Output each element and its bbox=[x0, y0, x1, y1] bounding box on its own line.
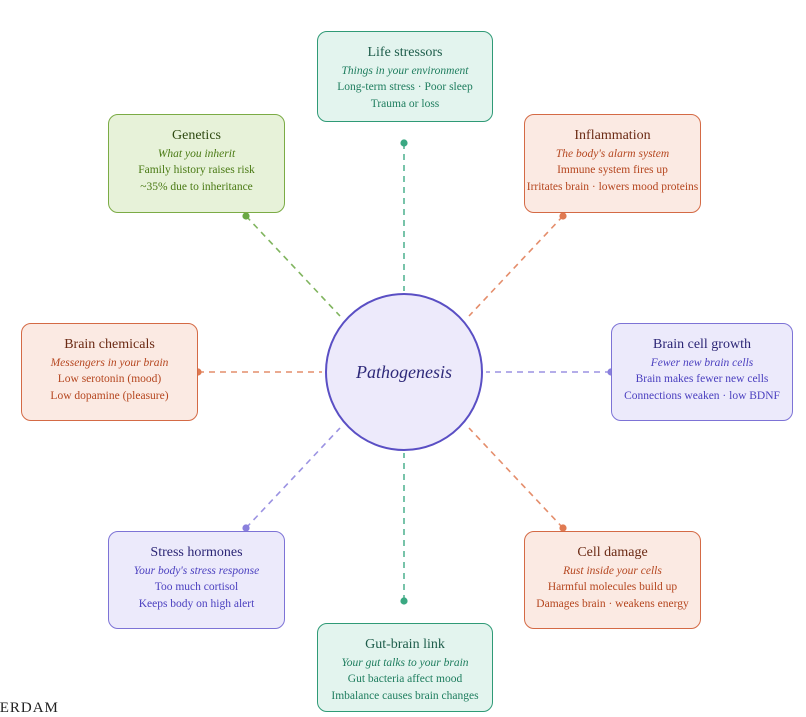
node-detail-line: Keeps body on high alert bbox=[138, 598, 255, 610]
node-detail-line: Irritates brain · lowers mood proteins bbox=[526, 181, 699, 193]
node-title: Brain cell growth bbox=[653, 337, 751, 352]
node-detail-line: Damages brain · weakens energy bbox=[536, 598, 689, 610]
node-detail-line: Low serotonin (mood) bbox=[57, 373, 162, 385]
center-label: Pathogenesis bbox=[356, 361, 452, 382]
node-title: Brain chemicals bbox=[64, 337, 155, 352]
center-node-pathogenesis: Pathogenesis bbox=[325, 293, 483, 451]
node-title: Cell damage bbox=[577, 545, 648, 560]
node-detail-line: Long-term stress · Poor sleep bbox=[337, 81, 473, 93]
node-detail-line: Harmful molecules build up bbox=[547, 581, 678, 593]
connector-dot-gut-brain-link bbox=[400, 597, 408, 605]
node-detail-line: Trauma or loss bbox=[370, 98, 440, 110]
node-title: Gut-brain link bbox=[365, 637, 445, 652]
node-subtitle: The body's alarm system bbox=[555, 148, 670, 160]
node-detail-line: Connections weaken · low BDNF bbox=[624, 390, 780, 402]
connector-dot-life-stressors bbox=[400, 139, 408, 147]
connector-dot-stress-hormones bbox=[242, 524, 250, 532]
connector-dot-genetics bbox=[242, 212, 250, 220]
node-subtitle: Fewer new brain cells bbox=[650, 357, 754, 369]
node-detail-line: ~35% due to inheritance bbox=[140, 181, 253, 193]
watermark-text: 'ERDAM bbox=[0, 700, 59, 716]
connector-stress-hormones bbox=[245, 427, 341, 529]
node-title: Stress hormones bbox=[150, 545, 243, 560]
node-detail-line: Imbalance causes brain changes bbox=[331, 690, 479, 702]
node-title: Inflammation bbox=[574, 128, 651, 143]
node-title: Life stressors bbox=[367, 45, 443, 60]
connector-dot-cell-damage bbox=[559, 524, 567, 532]
node-subtitle: Rust inside your cells bbox=[563, 565, 662, 577]
node-subtitle: What you inherit bbox=[157, 148, 236, 160]
node-detail-line: Too much cortisol bbox=[154, 581, 239, 593]
node-subtitle: Your body's stress response bbox=[133, 565, 260, 577]
connector-genetics bbox=[245, 215, 341, 317]
node-detail-line: Low dopamine (pleasure) bbox=[50, 390, 169, 402]
node-detail-line: Family history raises risk bbox=[138, 164, 255, 176]
connector-dot-inflammation bbox=[559, 212, 567, 220]
connector-inflammation bbox=[468, 215, 564, 317]
connector-cell-damage bbox=[468, 427, 564, 529]
node-subtitle: Messengers in your brain bbox=[50, 357, 169, 369]
node-subtitle: Your gut talks to your brain bbox=[341, 657, 469, 669]
node-subtitle: Things in your environment bbox=[341, 65, 469, 77]
node-title: Genetics bbox=[172, 128, 221, 143]
node-detail-line: Immune system fires up bbox=[557, 164, 668, 176]
node-detail-line: Brain makes fewer new cells bbox=[635, 373, 769, 385]
node-detail-line: Gut bacteria affect mood bbox=[347, 673, 463, 685]
